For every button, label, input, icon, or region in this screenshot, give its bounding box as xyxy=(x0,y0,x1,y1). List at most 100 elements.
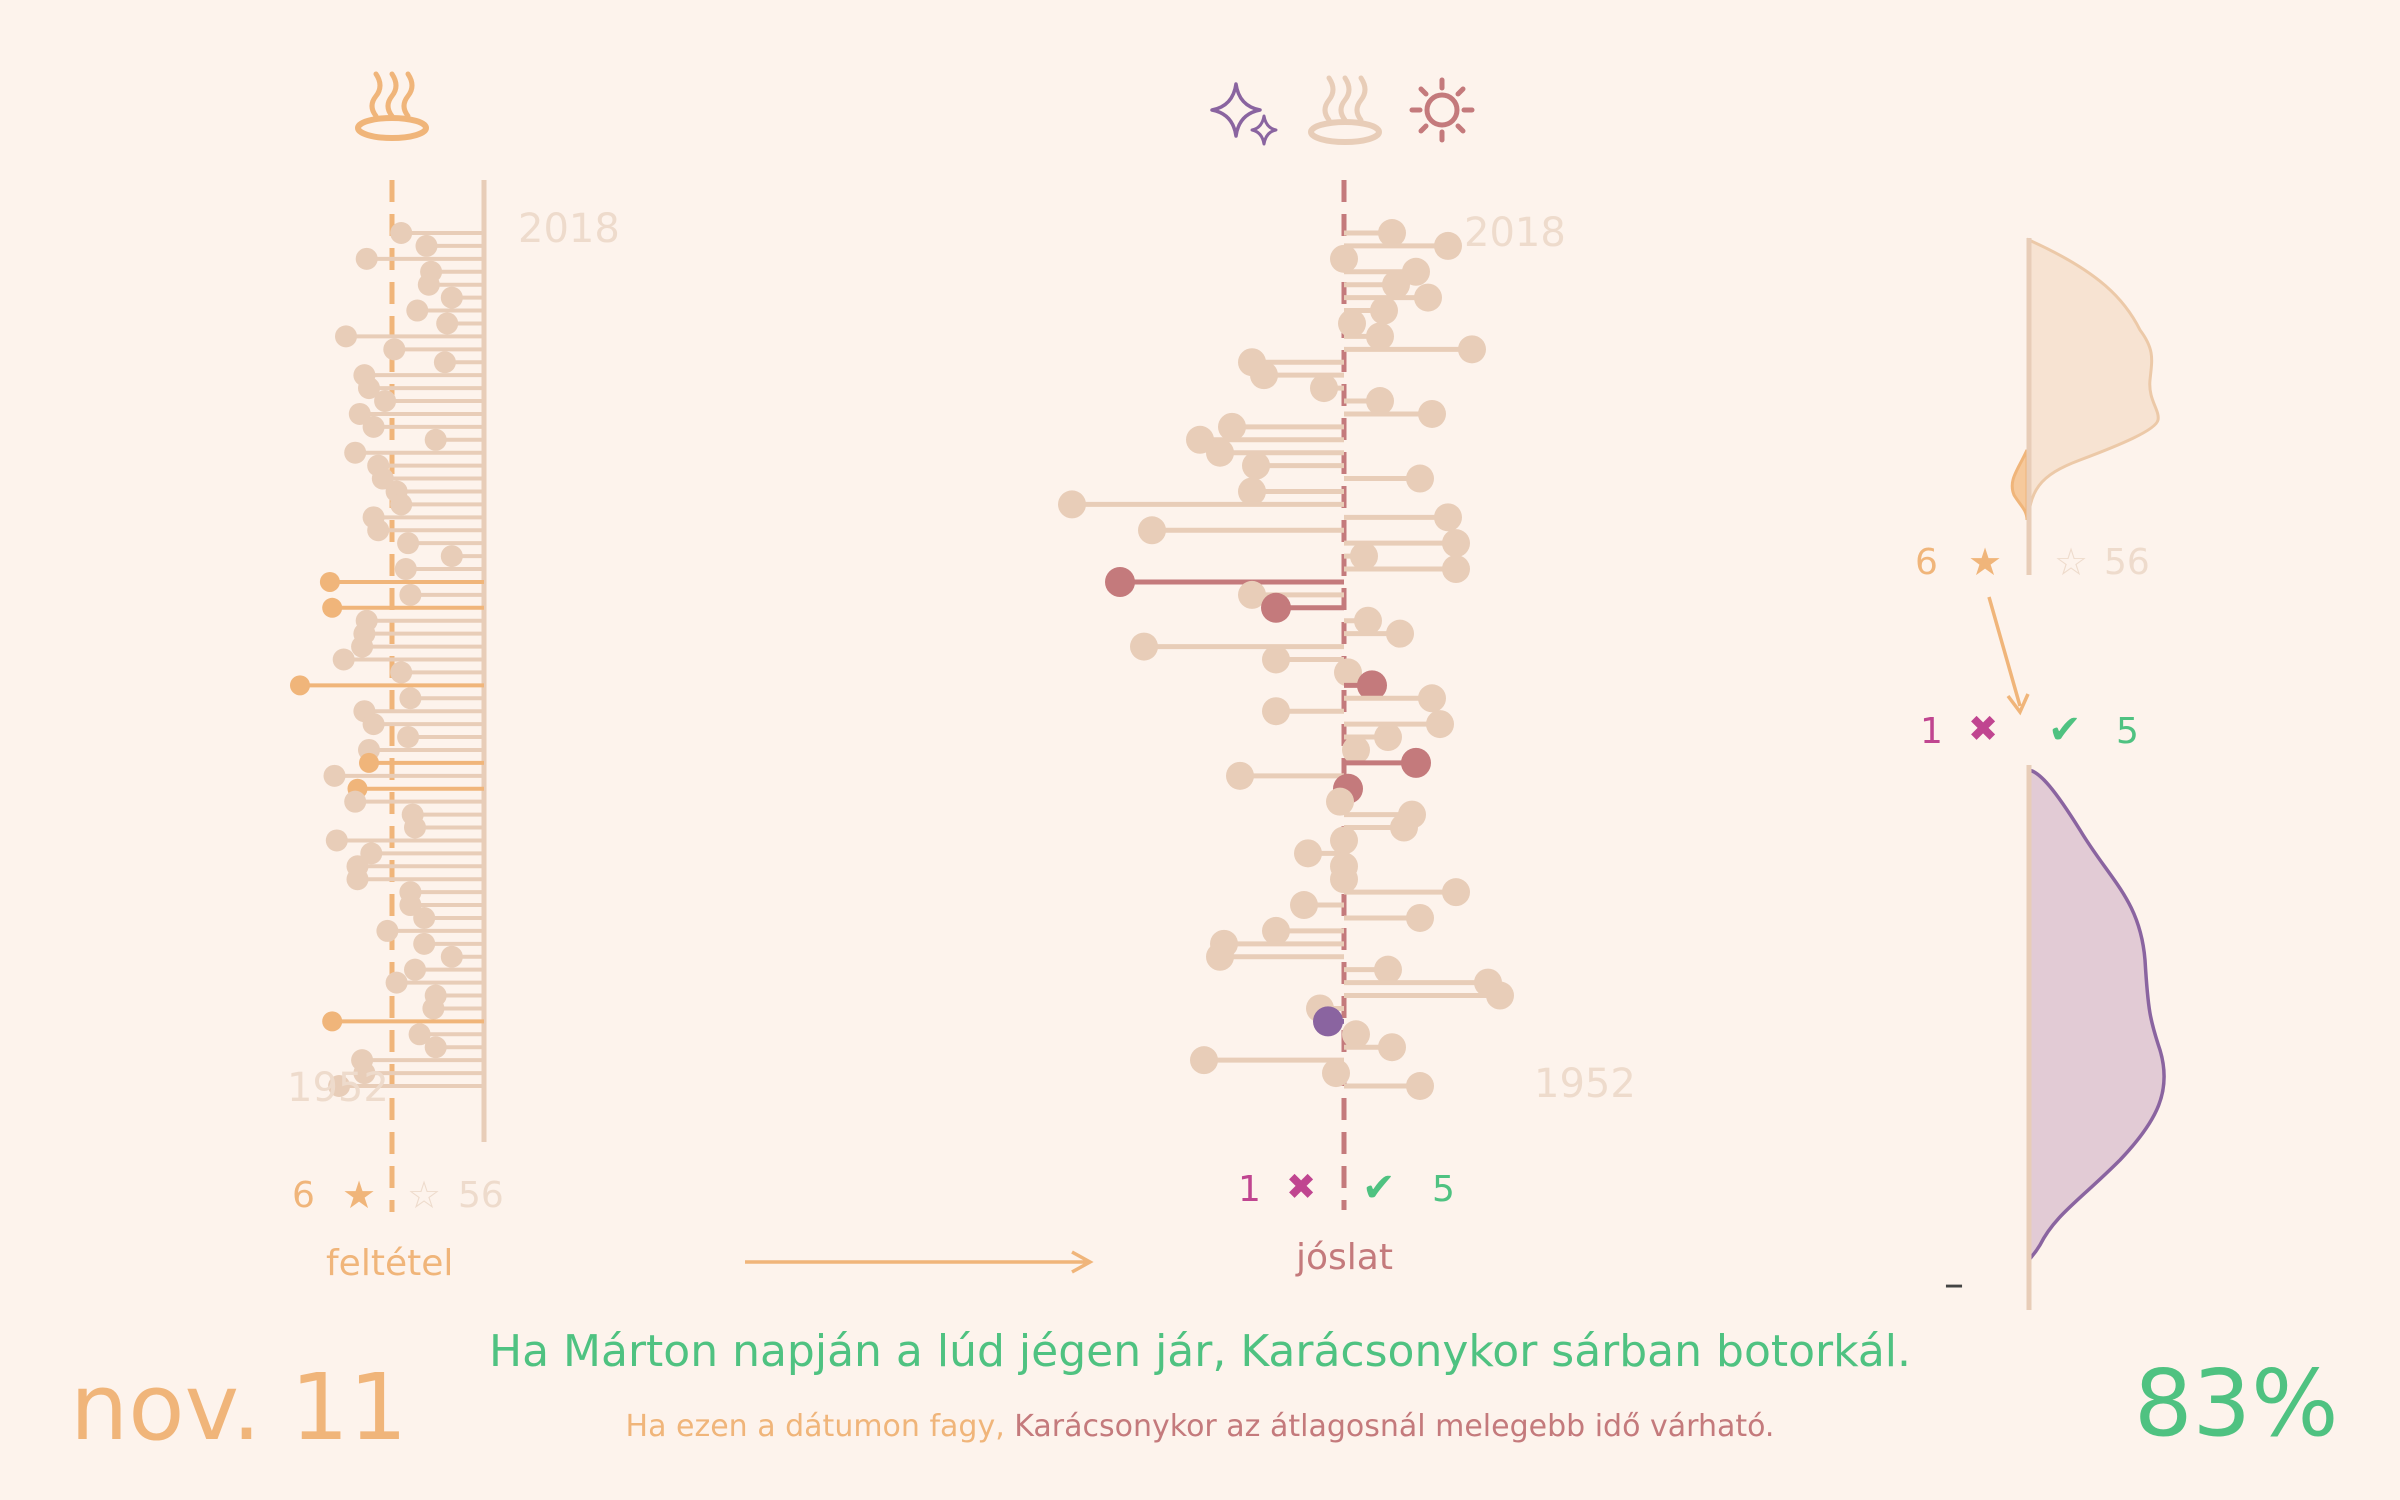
prediction-point-1996 xyxy=(1434,503,1462,532)
sun-icon xyxy=(1409,77,1475,143)
condition-point-1976 xyxy=(323,764,346,787)
prediction-point-1961 xyxy=(1374,955,1402,984)
prediction-point-1988 xyxy=(1354,606,1382,635)
prediction-point-1998 xyxy=(1238,477,1266,506)
prediction-year-bottom: 1952 xyxy=(1534,1061,1636,1107)
prediction-point-1993 xyxy=(1350,542,1378,571)
condition-point-1990 xyxy=(399,583,422,606)
prediction-point-2003 xyxy=(1218,412,1246,441)
hot-spring-icon xyxy=(1308,75,1382,145)
condition-point-2014 xyxy=(417,273,440,296)
summary-star-filled-icon: ★ xyxy=(1968,540,2003,584)
prediction-point-1984 xyxy=(1334,658,1362,687)
condition-point-1965 xyxy=(413,906,436,929)
explanation-prediction: Karácsonykor az átlagosnál melegebb idő … xyxy=(1014,1409,1775,1444)
check-icon: ✔ xyxy=(1362,1165,1396,1211)
prediction-point-2017 xyxy=(1434,231,1462,260)
summary-cross-icon: ✖ xyxy=(1968,709,1999,750)
condition-point-1994 xyxy=(397,532,420,555)
prediction-point-2004 xyxy=(1418,399,1446,428)
prediction-point-1955 xyxy=(1378,1033,1406,1062)
explanation-condition: Ha ezen a dátumon fagy, xyxy=(625,1409,1005,1444)
prediction-point-1995 xyxy=(1138,516,1166,545)
condition-point-2017 xyxy=(415,234,438,257)
condition-point-1952 xyxy=(328,1075,351,1097)
condition-lollipops xyxy=(290,222,484,1097)
prediction-point-1952 xyxy=(1406,1072,1434,1100)
condition-point-1953 xyxy=(353,1062,376,1085)
prediction-point-2006 xyxy=(1310,374,1338,403)
flow-arrow xyxy=(745,1250,1094,1274)
prediction-lollipops xyxy=(1058,219,1514,1100)
prediction-density-plot xyxy=(2026,765,2166,1310)
condition-point-1958 xyxy=(422,997,445,1020)
prediction-point-1978 xyxy=(1342,735,1370,764)
condition-year-top: 2018 xyxy=(518,206,620,252)
prediction-point-2010 xyxy=(1366,322,1394,351)
prediction-point-1979 xyxy=(1374,723,1402,752)
prediction-year-top: 2018 xyxy=(1464,210,1566,256)
prediction-point-2001 xyxy=(1206,438,1234,467)
condition-point-2003 xyxy=(362,415,385,438)
prediction-point-1997 xyxy=(1058,490,1086,519)
prediction-point-1976 xyxy=(1226,761,1254,790)
prediction-point-2018 xyxy=(1378,219,1406,247)
condition-point-1957 xyxy=(322,1011,343,1032)
condition-point-2013 xyxy=(440,286,463,309)
prediction-point-1981 xyxy=(1262,697,1290,726)
prediction-label: jóslat xyxy=(1296,1237,1393,1278)
prediction-point-2005 xyxy=(1366,387,1394,416)
prediction-point-1962 xyxy=(1206,942,1234,971)
condition-point-1997 xyxy=(390,493,413,516)
prediction-point-1956 xyxy=(1342,1020,1370,1049)
condition-point-1972 xyxy=(404,816,426,839)
prediction-point-2002 xyxy=(1186,425,1214,454)
condition-point-1970 xyxy=(360,842,383,865)
condition-point-1964 xyxy=(376,919,399,942)
prediction-point-1980 xyxy=(1426,710,1454,739)
condition-point-1960 xyxy=(385,971,408,994)
summary-count-false: 56 xyxy=(2104,542,2150,583)
condition-point-2008 xyxy=(433,351,456,374)
explanation-text: Ha ezen a dátumon fagy, Karácsonykor az … xyxy=(0,1412,2400,1442)
prediction-point-2016 xyxy=(1330,244,1358,273)
summary-count-correct: 5 xyxy=(2116,711,2139,752)
summary-star-empty-icon: ☆ xyxy=(2054,540,2089,584)
prediction-point-2014 xyxy=(1382,270,1410,299)
prediction-point-1953 xyxy=(1322,1059,1350,1088)
sparkles-icon xyxy=(1210,82,1278,146)
prediction-point-1959 xyxy=(1486,981,1514,1010)
prediction-point-2012 xyxy=(1370,296,1398,325)
condition-point-1977 xyxy=(359,752,379,773)
condition-point-1961 xyxy=(404,958,426,981)
prediction-density xyxy=(2027,767,2166,1261)
prediction-point-2015 xyxy=(1402,257,1430,286)
prediction-point-2011 xyxy=(1338,309,1366,338)
condition-label: feltétel xyxy=(326,1243,454,1284)
condition-count-false: 56 xyxy=(458,1175,504,1216)
prediction-point-2009 xyxy=(1458,335,1486,364)
condition-point-1955 xyxy=(424,1036,447,1059)
summary-check-icon: ✔ xyxy=(2048,707,2082,753)
saying-text: Ha Márton napján a lúd jégen jár, Karács… xyxy=(488,1326,1912,1377)
accuracy-percentage: 83% xyxy=(2134,1350,2339,1457)
condition-point-2001 xyxy=(344,441,367,464)
condition-false-density xyxy=(2026,237,2160,532)
summary-count-wrong: 1 xyxy=(1920,711,1943,752)
condition-point-1962 xyxy=(440,945,463,968)
condition-point-1979 xyxy=(397,726,420,749)
condition-point-1992 xyxy=(394,558,417,581)
prediction-point-1991 xyxy=(1105,566,1135,597)
condition-point-1974 xyxy=(344,790,367,813)
prediction-point-1994 xyxy=(1442,529,1470,558)
prediction-point-1974 xyxy=(1326,787,1354,816)
condition-point-1986 xyxy=(351,635,374,658)
prediction-point-1967 xyxy=(1442,878,1470,907)
condition-density-plot xyxy=(2010,237,2160,575)
summary-count-true: 6 xyxy=(1915,542,1938,583)
prediction-point-1957 xyxy=(1313,1006,1343,1037)
prediction-point-1971 xyxy=(1330,826,1358,855)
condition-point-2006 xyxy=(358,377,380,400)
